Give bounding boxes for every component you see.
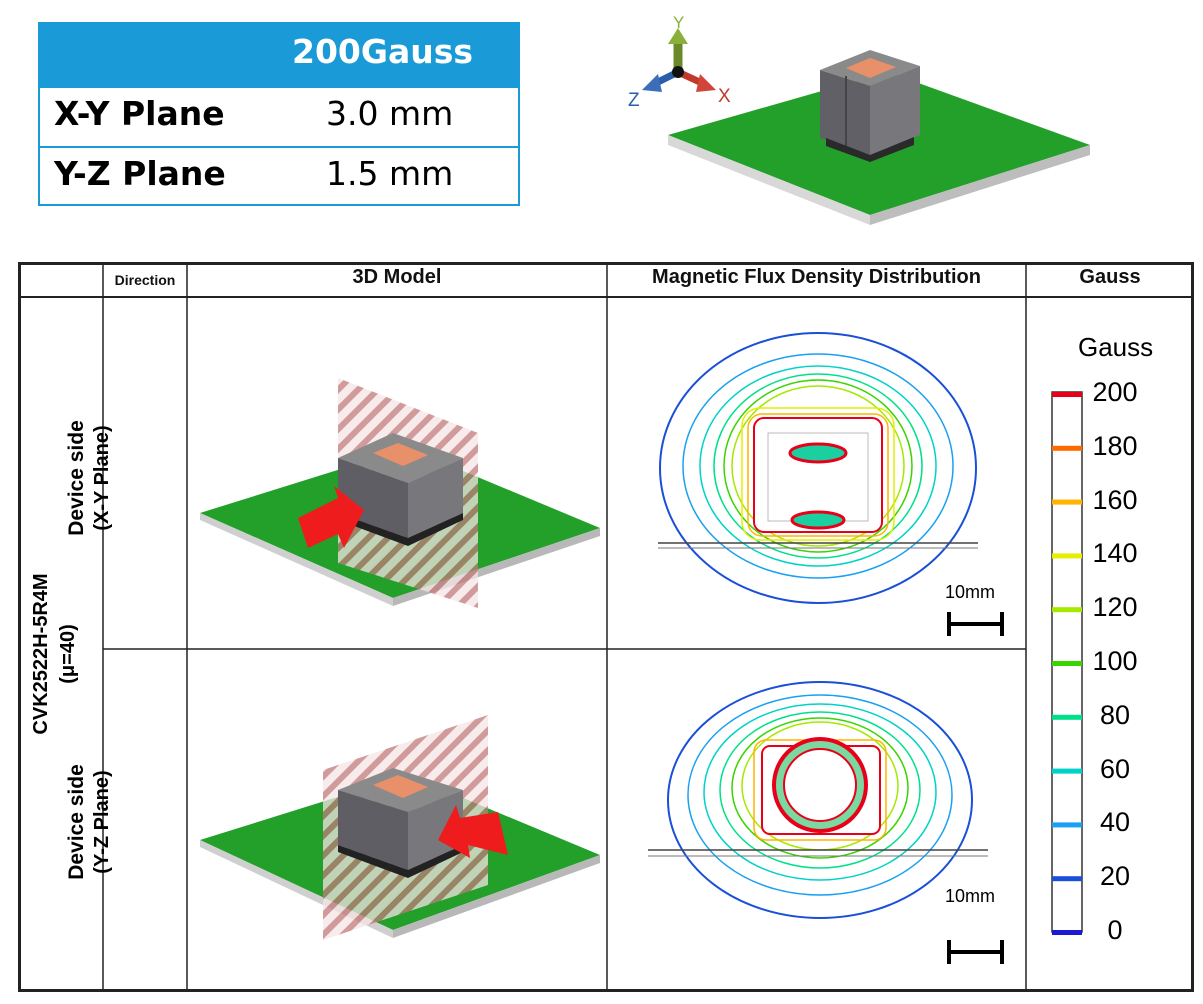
legend-color-mark xyxy=(1052,768,1082,774)
flux-yz-plot xyxy=(648,681,1004,964)
legend-color-mark xyxy=(1052,499,1082,505)
direction-yz-line2: (Y-Z Plane) xyxy=(91,770,113,874)
header-flux: Magnetic Flux Density Distribution xyxy=(652,266,981,288)
direction-xy-line1: Device side xyxy=(65,420,88,536)
summary-row-xy: X-Y Plane 3.0 mm xyxy=(40,86,518,146)
table-grid xyxy=(18,262,1194,992)
axis-y-label: Y xyxy=(673,13,684,32)
legend-tick-label: 80 xyxy=(1099,699,1131,730)
legend-tick-label: 100 xyxy=(1092,646,1138,676)
legend-colorbar xyxy=(1051,391,1083,935)
main-table: Direction 3D Model Magnetic Flux Density… xyxy=(18,262,1194,992)
legend-tick-label: 160 xyxy=(1092,484,1138,515)
legend-color-mark xyxy=(1052,714,1082,720)
legend-tick-label: 20 xyxy=(1099,861,1131,892)
axis-x-label: X xyxy=(718,86,731,107)
legend-tick-label: 120 xyxy=(1092,592,1138,623)
legend-tick-label: 140 xyxy=(1092,538,1138,569)
summary-row-value: 1.5 mm xyxy=(326,154,454,193)
flux-xy-plot xyxy=(658,332,1004,636)
legend-tick-label: 180 xyxy=(1092,430,1138,461)
summary-row-value: 3.0 mm xyxy=(326,94,454,133)
component-illustration: Y X Z xyxy=(628,13,1090,225)
axis-z-label: Z xyxy=(628,90,640,111)
summary-table: 200Gauss X-Y Plane 3.0 mm Y-Z Plane 1.5 … xyxy=(38,22,520,206)
scale-bar-yz-label: 10mm xyxy=(945,886,996,906)
direction-xy-label: Device side (X-Y Plane) xyxy=(65,368,125,588)
header-direction: Direction xyxy=(114,272,176,288)
legend-color-mark xyxy=(1052,445,1082,451)
legend-color-mark xyxy=(1052,553,1082,559)
legend-tick-label: 0 xyxy=(1107,915,1123,945)
direction-yz-line1: Device side xyxy=(65,764,88,880)
direction-yz-label: Device side (Y-Z Plane) xyxy=(65,712,125,932)
summary-row-yz: Y-Z Plane 1.5 mm xyxy=(40,146,518,206)
summary-header: 200Gauss xyxy=(40,24,518,86)
legend-color-mark xyxy=(1052,392,1082,397)
header-3d-model: 3D Model xyxy=(352,266,442,288)
summary-row-label: X-Y Plane xyxy=(54,94,225,133)
legend-color-mark xyxy=(1052,876,1082,882)
legend-color-mark xyxy=(1052,607,1082,613)
model-yz-illustration xyxy=(200,715,600,940)
legend-title: Gauss xyxy=(1078,332,1154,362)
header-gauss: Gauss xyxy=(1079,266,1141,288)
device-part-number: CVK2522H-5R4M xyxy=(30,573,52,735)
summary-row-label: Y-Z Plane xyxy=(54,154,226,193)
summary-header-label: 200Gauss xyxy=(292,32,474,71)
legend-tick-label: 40 xyxy=(1099,807,1131,838)
inductor-model xyxy=(820,50,920,162)
scale-bar-xy-label: 10mm xyxy=(945,582,996,602)
legend-color-mark xyxy=(1052,822,1082,828)
legend-tick-label: 200 xyxy=(1092,377,1138,407)
direction-xy-line2: (X-Y Plane) xyxy=(91,425,113,531)
axis-gizmo: Y X Z xyxy=(628,13,731,111)
legend-tick-label: 60 xyxy=(1099,753,1131,784)
model-xy-illustration xyxy=(200,378,600,608)
legend-color-mark xyxy=(1052,661,1082,666)
legend-color-mark xyxy=(1052,930,1082,935)
